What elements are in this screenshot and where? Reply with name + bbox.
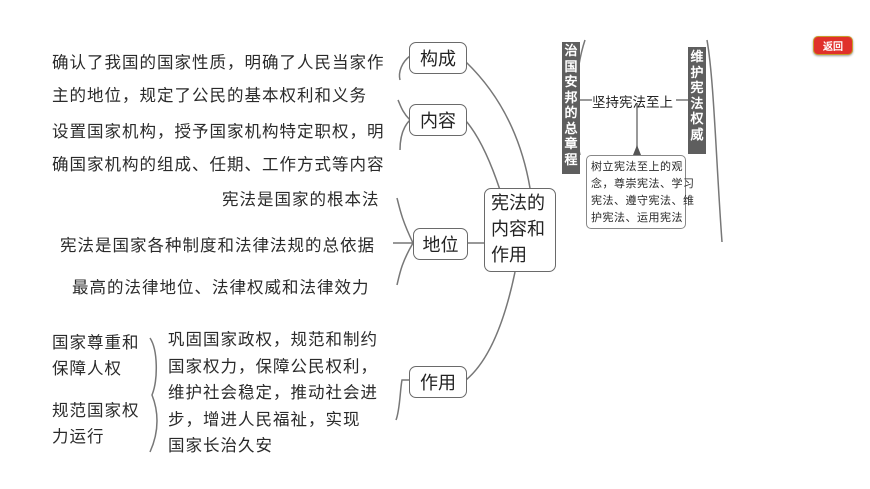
- zuoyong-node: 作用: [409, 366, 467, 398]
- center-node: 宪法的 内容和 作用: [484, 188, 556, 272]
- gouchen-text: 确认了我国的国家性质，明确了人民当家作 主的地位，规定了公民的基本权利和义务: [52, 46, 385, 112]
- zuoyong-main-text: 巩固国家政权，规范和制约 国家权力，保障公民权利， 维护社会稳定，推动社会进 步…: [168, 327, 378, 460]
- neirong-line-2: 确国家机构的组成、任期、工作方式等内容: [52, 155, 385, 174]
- zuoyong-left-1: 国家尊重和 保障人权: [52, 333, 140, 378]
- diwei-item-2: 宪法是国家各种制度和法律法规的总依据: [60, 236, 375, 255]
- right-bar-left: 治国安邦的总章程: [562, 42, 580, 174]
- right-note-line-1: 树立宪法至上的观: [591, 160, 683, 173]
- right-note-box: 树立宪法至上的观 念，尊崇宪法、学习 宪法、遵守宪法、维 护宪法、运用宪法: [586, 155, 695, 229]
- right-bar-left-text: 治国安邦的总章程: [564, 44, 578, 168]
- gouchen-node: 构成: [409, 42, 467, 74]
- diwei-item-1: 宪法是国家的根本法: [222, 190, 380, 209]
- neirong-text: 设置国家机构，授予国家机构特定职权，明 确国家机构的组成、任期、工作方式等内容: [52, 115, 385, 181]
- right-note-line-3: 宪法、遵守宪法、维: [591, 194, 695, 207]
- diwei-node: 地位: [413, 228, 468, 260]
- right-note-line-4: 护宪法、运用宪法: [591, 211, 683, 224]
- gouchen-line-1: 确认了我国的国家性质，明确了人民当家作: [52, 53, 385, 72]
- neirong-label: 内容: [420, 111, 456, 132]
- gouchen-line-2: 主的地位，规定了公民的基本权利和义务: [52, 86, 367, 105]
- diwei-item-3: 最高的法律地位、法律权威和法律效力: [72, 278, 370, 297]
- right-center-label: 坚持宪法至上: [592, 95, 673, 111]
- neirong-line-1: 设置国家机构，授予国家机构特定职权，明: [52, 122, 385, 141]
- right-note-line-2: 念，尊崇宪法、学习: [591, 177, 695, 190]
- right-bar-right-text: 维护宪法权威: [690, 50, 704, 143]
- zuoyong-line-1: 巩固国家政权，规范和制约: [168, 330, 378, 349]
- zuoyong-line-5: 国家长治久安: [168, 436, 273, 455]
- zuoyong-label: 作用: [420, 373, 456, 394]
- diwei-label: 地位: [422, 235, 459, 256]
- return-button-label: 返回: [823, 42, 843, 53]
- zuoyong-line-3: 维护社会稳定，推动社会进: [168, 383, 378, 402]
- return-button[interactable]: 返回: [813, 36, 853, 55]
- zuoyong-left-2: 规范国家权 力运行: [52, 401, 140, 446]
- neirong-node: 内容: [409, 104, 467, 136]
- center-label: 宪法的 内容和 作用: [491, 193, 545, 266]
- zuoyong-line-4: 步，增进人民福祉，实现: [168, 409, 361, 429]
- gouchen-label: 构成: [420, 49, 456, 70]
- right-bar-right: 维护宪法权威: [688, 47, 706, 154]
- zuoyong-line-2: 国家权力，保障公民权利，: [168, 356, 378, 376]
